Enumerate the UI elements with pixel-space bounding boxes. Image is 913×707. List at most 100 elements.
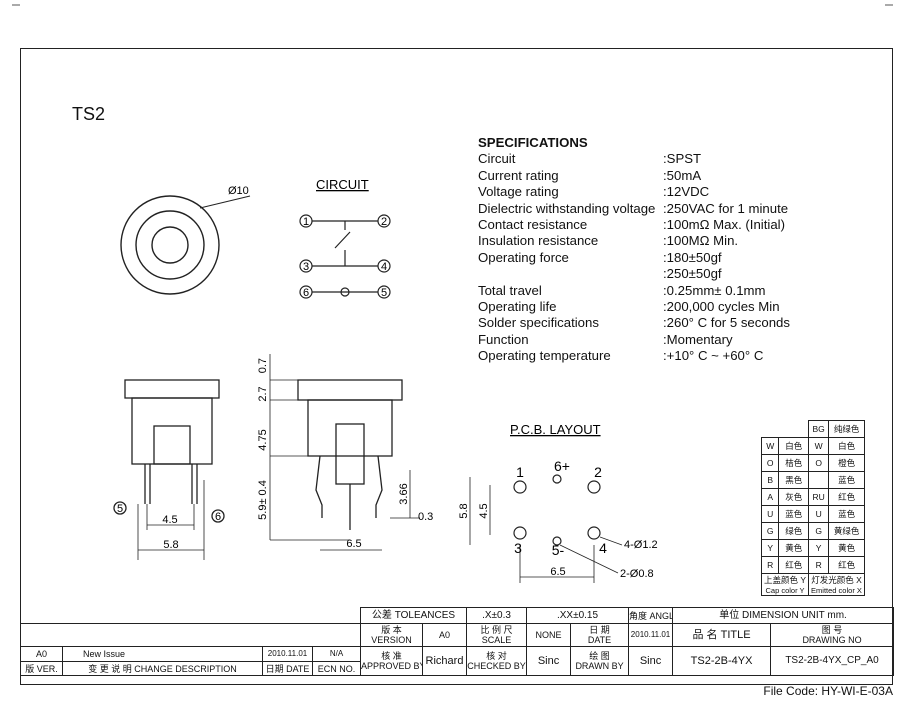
pcb-pin-1: 1 xyxy=(516,464,524,480)
cap-color-name: 桔色 xyxy=(778,454,810,472)
spec-value: :250±50gf xyxy=(663,266,722,282)
pcb-dim-6-5: 6.5 xyxy=(550,566,565,578)
pcb-heading: P.C.B. LAYOUT xyxy=(510,422,601,437)
drawing-frame xyxy=(20,48,893,685)
drawing-title: TS2 xyxy=(72,104,106,124)
tolerance-x: .X±0.3 xyxy=(466,607,528,624)
circuit-pin-5: 5 xyxy=(381,287,387,299)
ru-code: RU xyxy=(808,488,830,506)
pcb-dim-4-5: 4.5 xyxy=(478,503,490,518)
circuit-pin-4: 4 xyxy=(381,261,387,273)
plunger xyxy=(151,226,189,264)
side-dim-2-7: 2.7 xyxy=(257,386,269,401)
drawing-no-value: TS2-2B-4YX_CP_A0 xyxy=(770,646,895,676)
pcb-pin-2: 2 xyxy=(594,464,602,480)
spec-value: :SPST xyxy=(663,151,702,167)
color-header-code: BG xyxy=(808,420,830,438)
version-value: A0 xyxy=(421,623,468,647)
pcb-dim-5-8: 5.8 xyxy=(458,503,470,518)
pcb-layout: P.C.B. LAYOUT 1 6+ 2 3 5- 4 5.8 4.5 6.5 … xyxy=(458,422,658,583)
scale-value: NONE xyxy=(526,623,572,647)
cap-color-code: A xyxy=(760,488,780,506)
cap-color-name: 白色 xyxy=(778,437,810,455)
pcb-hole-small: 2-Ø0.8 xyxy=(620,568,654,580)
pcb-pin-5minus: 5- xyxy=(552,542,565,558)
front-pin-6: 6 xyxy=(215,511,221,523)
rev-description: New Issue xyxy=(62,646,263,662)
spec-value: :180±50gf xyxy=(663,249,722,265)
drawn-value: Sinc xyxy=(628,646,674,676)
spec-row: :250±50gf xyxy=(478,266,790,282)
title-block: 公差 TOLEANCES .X±0.3 .XX±0.15 角度 ANGLE ±1… xyxy=(20,607,895,678)
spec-label: Voltage rating xyxy=(478,184,559,200)
side-dim-0-7: 0.7 xyxy=(257,358,269,373)
led-color-name: 黄绿色 xyxy=(828,522,865,540)
circuit-pin-3: 3 xyxy=(303,261,309,273)
spec-value: :100MΩ Min. xyxy=(663,233,739,249)
led-color-name: 红色 xyxy=(828,488,865,506)
cap-color-code: G xyxy=(760,522,780,540)
led-color-name: 橙色 xyxy=(828,454,865,472)
rev-version: A0 xyxy=(20,646,63,662)
circuit-heading: CIRCUIT xyxy=(316,177,369,192)
cap-color-name: 黑色 xyxy=(778,471,810,489)
spec-row: Circuit :SPST xyxy=(478,151,790,167)
spec-row: Operating temperature:+10° C ~ +60° C xyxy=(478,348,790,364)
spec-value: :260° C for 5 seconds xyxy=(663,315,790,331)
spec-row: Contact resistance:100mΩ Max. (Initial) xyxy=(478,217,790,233)
front-width-dim: 5.8 xyxy=(163,539,178,551)
side-dim-5-9: 5.9± 0.4 xyxy=(257,480,269,520)
date-value: 2010.11.01 xyxy=(628,623,674,647)
spec-row: Operating force :180±50gf xyxy=(478,250,790,266)
rev-desc-header: 变 更 说 明 CHANGE DESCRIPTION xyxy=(62,661,263,676)
led-color-name: 黄色 xyxy=(828,539,865,557)
side-dim-4-75: 4.75 xyxy=(257,429,269,450)
rev-date-header: 日期 DATE xyxy=(262,661,313,676)
spec-label: Total travel xyxy=(478,282,542,298)
spec-label: Insulation resistance xyxy=(478,233,599,249)
side-dim-0-3: 0.3 xyxy=(418,511,433,523)
spec-label xyxy=(478,266,663,282)
spec-label: Operating force xyxy=(478,249,569,265)
title-value: TS2-2B-4YX xyxy=(672,646,772,676)
pcb-pin-3: 3 xyxy=(514,540,522,556)
spec-value: :100mΩ Max. (Initial) xyxy=(663,217,785,233)
color-header-desc: 纯绿色 xyxy=(828,420,865,438)
checked-value: Sinc xyxy=(526,646,572,676)
diameter-label: Ø10 xyxy=(228,185,249,197)
side-dim-3-66: 3.66 xyxy=(398,483,410,504)
file-code: File Code: HY-WI-E-03A xyxy=(763,684,893,698)
cap-color-code: W xyxy=(760,437,780,455)
cap-color-name: 蓝色 xyxy=(778,505,810,523)
led-color-code xyxy=(808,471,830,489)
spec-value: :50mA xyxy=(663,167,702,183)
side-dim-6-5: 6.5 xyxy=(346,538,361,550)
approved-value: Richard xyxy=(421,646,468,676)
tolerances-label: 公差 TOLEANCES xyxy=(359,607,468,624)
led-color-code: W xyxy=(808,437,830,455)
spec-label: Operating life xyxy=(478,299,557,315)
spec-label: Circuit xyxy=(478,151,516,167)
spec-value: :12VDC xyxy=(663,184,710,200)
circuit-pin-2: 2 xyxy=(381,216,387,228)
led-color-code: R xyxy=(808,556,830,574)
spec-row: Operating life:200,000 cycles Min xyxy=(478,299,790,315)
spec-row: Dielectric withstanding voltage:250VAC f… xyxy=(478,201,790,217)
specifications-heading: SPECIFICATIONS xyxy=(478,135,588,150)
color-header-blank xyxy=(762,421,809,438)
rev-ecn-header: ECN NO. xyxy=(312,661,361,676)
diameter-leader xyxy=(199,195,251,209)
rev-ecn: N/A xyxy=(312,646,361,662)
